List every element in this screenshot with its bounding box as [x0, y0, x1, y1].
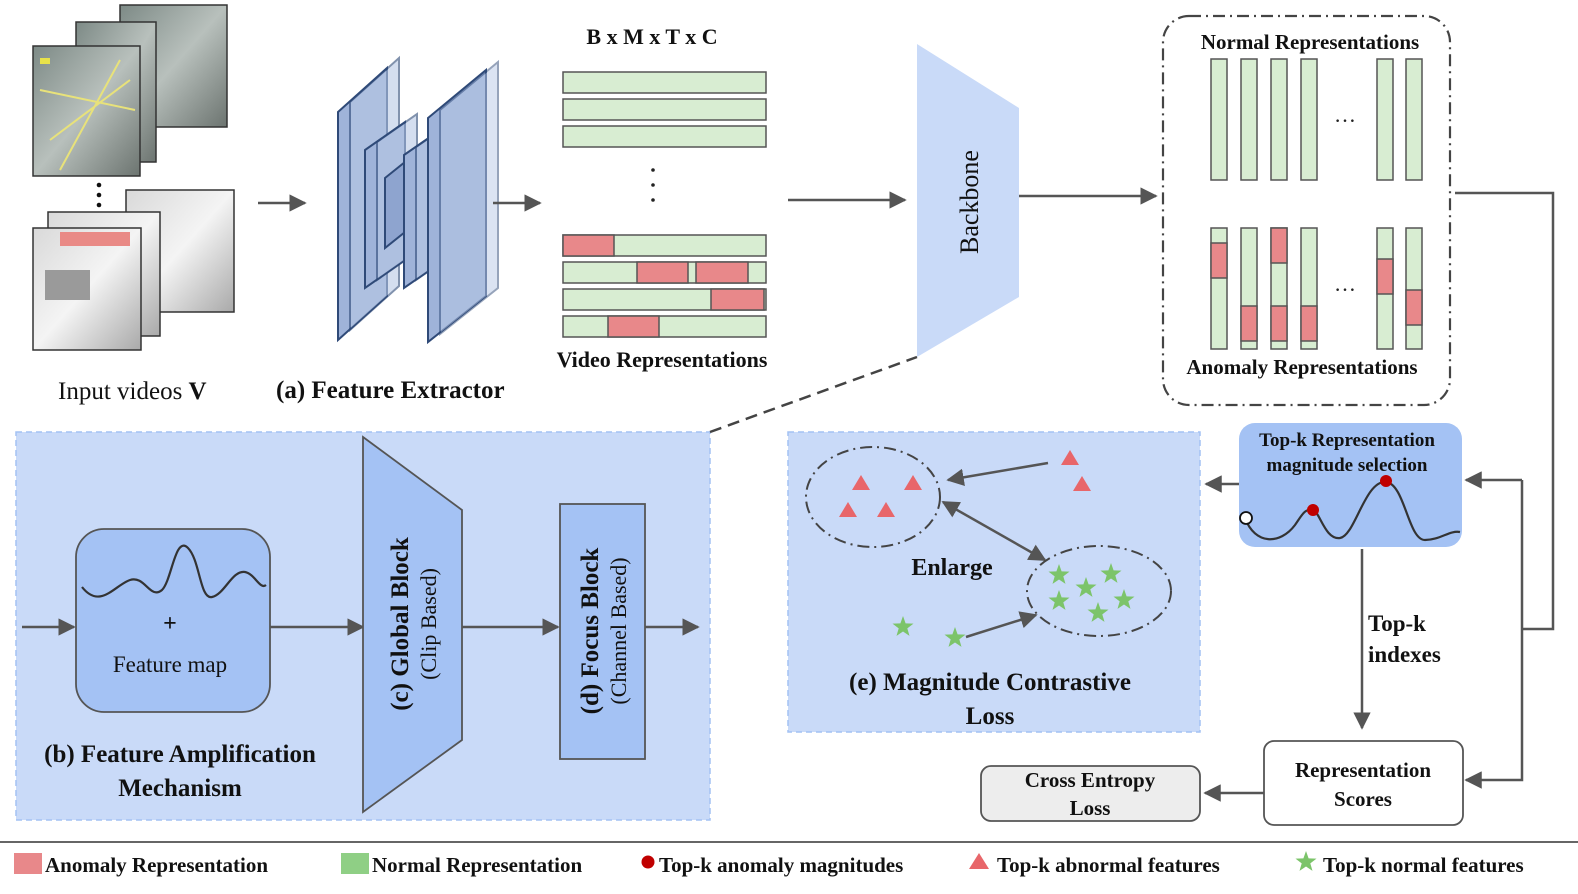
feature-map-label: Feature map [113, 652, 227, 677]
normal-representation-columns [1210, 58, 1423, 181]
backbone-label: Backbone [955, 150, 984, 254]
normal-cluster [1026, 545, 1172, 637]
normal-feature-star-icon [1048, 590, 1070, 610]
feature-map-block [75, 528, 271, 713]
representations-group-box [1161, 14, 1452, 407]
mcl-title-line1: (e) Magnitude Contrastive [849, 669, 1131, 696]
normal-feature-star-icon [1100, 563, 1122, 583]
representation-vertical-dots [651, 168, 655, 202]
focus-block [559, 503, 646, 760]
enlarge-label: Enlarge [911, 555, 993, 581]
topk-magnitude-dot [1307, 504, 1319, 516]
feature-wave-icon [81, 544, 267, 599]
fam-title-line2: Mechanism [118, 775, 242, 802]
backbone-block [917, 44, 1019, 357]
scores-line1: Representation [1295, 758, 1431, 782]
topk-selection-line2: magnitude selection [1267, 455, 1428, 476]
normal-representation-bar [562, 125, 767, 148]
magnitude-curve-icon [1243, 480, 1461, 542]
legend-magnitudes-label: Top-k anomaly magnitudes [659, 853, 903, 877]
arrow-pull-abnormal [946, 461, 1049, 486]
start-marker-icon [1239, 511, 1253, 525]
cross-entropy-line2: Loss [1070, 796, 1111, 820]
topk-indexes-line1: Top-k [1368, 611, 1426, 636]
fam-title-line1: (b) Feature Amplification [44, 741, 316, 768]
feature-extractor-label: (a) Feature Extractor [276, 377, 505, 404]
anomaly-representation-bar [562, 315, 767, 338]
normal-feature-star-icon [1075, 577, 1097, 597]
arrow-pull-normal [965, 611, 1038, 639]
topk-selection-line1: Top-k Representation [1259, 430, 1435, 451]
representation-scores-box [1263, 740, 1464, 826]
global-block [362, 435, 463, 814]
normal-feature-star-icon [892, 616, 914, 636]
normal-representations-title: Normal Representations [1201, 30, 1419, 54]
scores-line2: Scores [1334, 787, 1392, 811]
topk-indexes-line2: indexes [1368, 642, 1441, 667]
input-videos: Input videos V [32, 4, 235, 405]
focus-block-sublabel: (Channel Based) [606, 557, 631, 704]
topk-magnitude-dot [1380, 475, 1392, 487]
abnormal-feature-triangles [839, 450, 1091, 517]
topk-selection-box [1239, 423, 1462, 547]
tensor-shape-label: B x M x T x C [586, 24, 717, 49]
normal-feature-stars [892, 563, 1135, 647]
normal-feature-star-icon [1048, 564, 1070, 584]
normal-feature-star-icon [1113, 589, 1135, 609]
focus-block-label: (d) Focus Block [577, 548, 604, 715]
mcl-panel [787, 431, 1201, 733]
anomaly-representations-title: Anomaly Representations [1186, 355, 1417, 379]
legend-abnormal-label: Top-k abnormal features [997, 853, 1220, 877]
normal-feature-star-icon [1087, 602, 1109, 622]
video-frame-stack-bottom [32, 189, 235, 351]
anomaly-representation-columns [1210, 227, 1423, 350]
legend: Anomaly Representation Normal Representa… [14, 851, 1524, 877]
plus-sign: + [163, 611, 177, 637]
cross-entropy-line1: Cross Entropy [1025, 768, 1156, 792]
legend-triangle-icon [969, 853, 989, 869]
anomaly-ellipsis: … [1334, 271, 1356, 296]
normal-feature-star-icon [944, 627, 966, 647]
legend-dot-icon [641, 855, 655, 869]
video-representation-bars [562, 71, 767, 338]
video-representations-label: Video Representations [557, 347, 768, 372]
mcl-title-line2: Loss [966, 703, 1015, 730]
legend-normal-swatch [341, 853, 369, 874]
normal-representation-bar [562, 98, 767, 121]
legend-normal-label: Normal Representation [372, 853, 582, 877]
vertical-dots [96, 182, 102, 208]
normal-representation-bar [562, 71, 767, 94]
input-videos-label: Input videos V [58, 378, 207, 405]
connector-right-feedback [1455, 191, 1555, 631]
video-frame-stack-top [32, 4, 228, 177]
normal-ellipsis: … [1334, 102, 1356, 127]
arrow-to-scores [1464, 480, 1524, 789]
global-block-sublabel: (Clip Based) [416, 568, 441, 680]
cross-entropy-box [980, 765, 1201, 822]
abnormal-cluster [805, 446, 941, 548]
legend-anomaly-label: Anomaly Representation [45, 853, 268, 877]
legend-star-icon [1295, 851, 1317, 871]
global-block-label: (c) Global Block [387, 537, 414, 711]
feature-extractor-icon [337, 55, 499, 345]
arrow-enlarge-distance [941, 500, 1047, 562]
legend-anomaly-swatch [14, 853, 42, 874]
legend-normal-features-label: Top-k normal features [1323, 853, 1524, 877]
